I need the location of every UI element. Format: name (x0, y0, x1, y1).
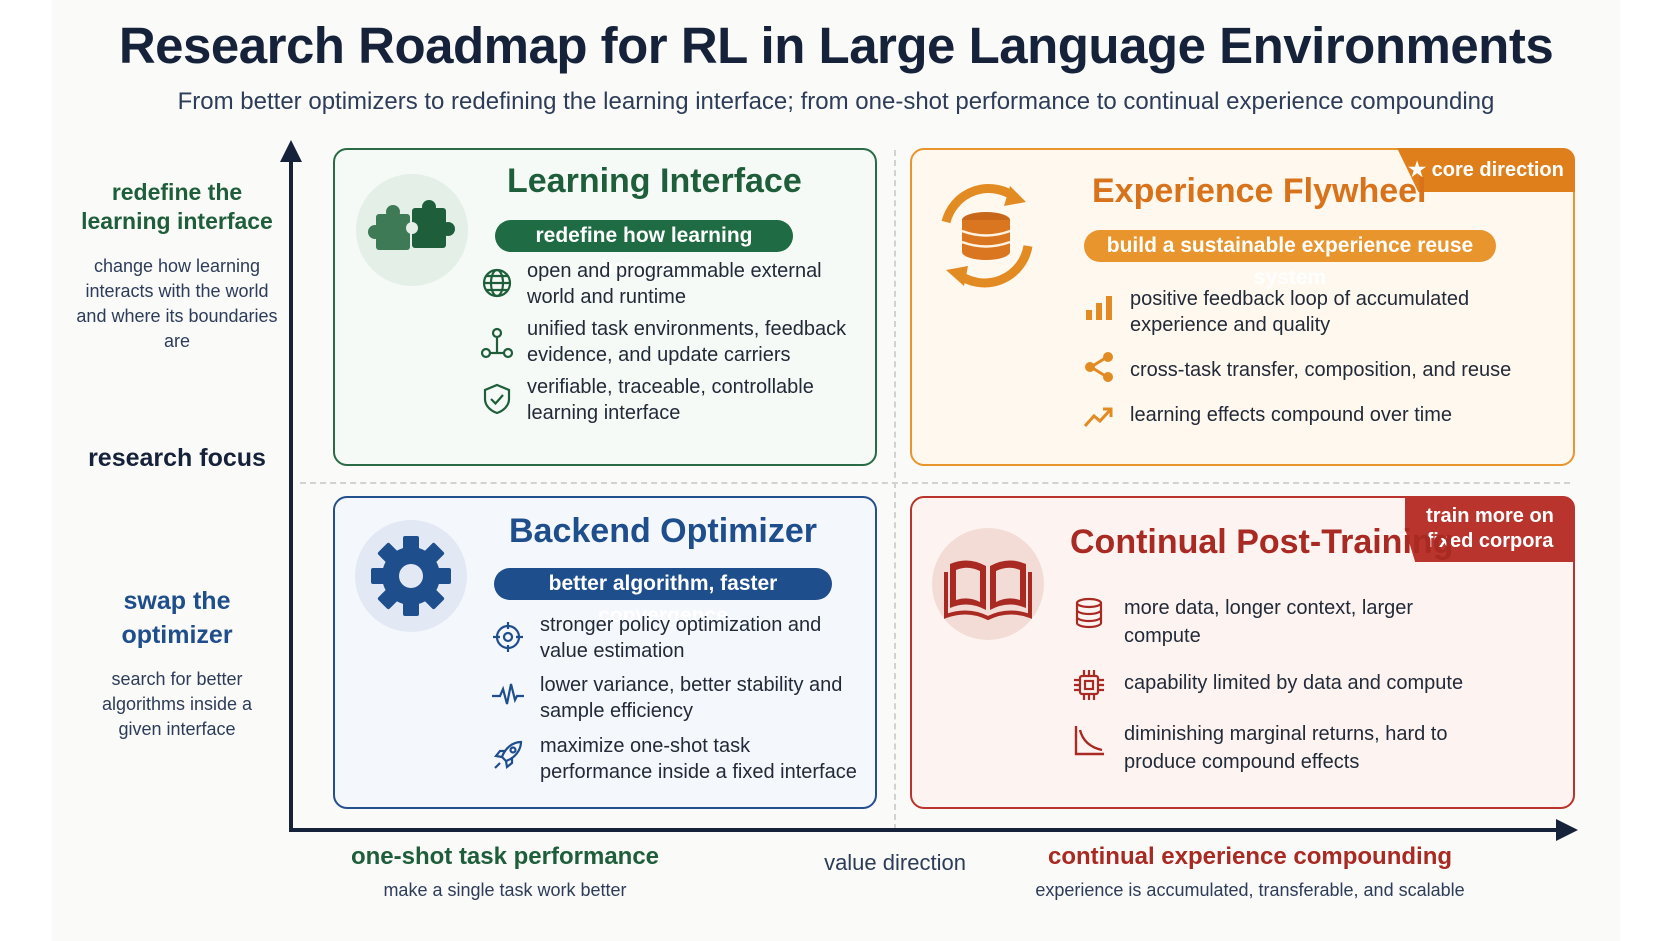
core-direction-label: core direction (1431, 159, 1564, 181)
target-icon (491, 620, 525, 654)
database-cycle-icon (924, 174, 1048, 298)
y-bottom-description: search for better algorithms inside a gi… (101, 669, 253, 739)
learning-interface-title: Learning Interface (507, 162, 802, 200)
continual-post-training-item-1: more data, longer context, larger comput… (1124, 597, 1414, 647)
backend-optimizer-item-3: maximize one-shot task performance insid… (540, 735, 857, 783)
puzzle-icon (356, 174, 468, 286)
pulse-icon (491, 678, 525, 712)
x-left-label: one-shot task performance (350, 843, 660, 870)
bar-chart-icon (1082, 290, 1116, 324)
learning-interface-item-2: unified task environments, feedback evid… (527, 318, 847, 366)
learning-interface-item-1: open and programmable external world and… (527, 260, 822, 308)
core-direction-ribbon: ★ core direction (1397, 148, 1575, 192)
experience-flywheel-title: Experience Flywheel (1092, 172, 1427, 210)
y-axis-arrow-icon (280, 140, 302, 162)
experience-flywheel-item-2: cross-task transfer, composition, and re… (1130, 359, 1512, 381)
continual-post-training-item-2: capability limited by data and compute (1124, 672, 1464, 694)
page-subtitle: From better optimizers to redefining the… (177, 88, 1495, 115)
experience-flywheel-tag: build a sustainable experience reuse sys… (1084, 230, 1496, 289)
vertical-divider (894, 150, 896, 830)
x-mid-label: value direction (824, 850, 966, 875)
learning-interface-card: Learning Interface redefine how learning… (333, 148, 877, 466)
nodes-icon (480, 326, 514, 360)
continual-post-training-title: Continual Post-Training (1070, 523, 1454, 561)
continual-post-training-card: train more on fixed corpora Continual Po… (910, 496, 1575, 809)
experience-flywheel-item-3: learning effects compound over time (1130, 404, 1453, 426)
page-title: Research Roadmap for RL in Large Languag… (118, 17, 1554, 74)
x-left-description: make a single task work better (383, 880, 627, 900)
trend-up-icon (1082, 400, 1116, 434)
rocket-icon (491, 738, 525, 772)
learning-interface-item-3: verifiable, traceable, controllable lear… (527, 376, 814, 424)
shield-check-icon (480, 382, 514, 416)
y-mid-label: research focus (88, 444, 266, 472)
backend-optimizer-item-1: stronger policy optimization and value e… (540, 614, 822, 662)
x-axis-arrow-icon (1556, 819, 1578, 841)
backend-optimizer-card: Backend Optimizer better algorithm, fast… (333, 496, 877, 809)
experience-flywheel-item-1: positive feedback loop of accumulated ex… (1130, 288, 1470, 336)
backend-optimizer-tag: better algorithm, faster convergence (494, 568, 832, 627)
star-icon: ★ (1408, 159, 1427, 181)
learning-interface-tag: redefine how learning happens (495, 220, 793, 279)
decline-curve-icon (1072, 724, 1106, 758)
book-icon (932, 528, 1044, 640)
continual-post-training-item-3: diminishing marginal returns, hard to pr… (1124, 723, 1448, 773)
y-top-label: redefine the learning interface (81, 179, 273, 234)
backend-optimizer-title: Backend Optimizer (509, 512, 817, 550)
database-icon (1072, 596, 1106, 630)
gear-icon (355, 520, 467, 632)
x-axis-line (289, 828, 1559, 832)
horizontal-divider (300, 482, 1570, 484)
x-right-label: continual experience compounding (1047, 843, 1453, 870)
y-bottom-label: swap the optimizer (121, 587, 233, 649)
experience-flywheel-card: ★ core direction Experience Flywheel bui… (910, 148, 1575, 466)
x-right-description: experience is accumulated, transferable,… (1035, 880, 1465, 900)
backend-optimizer-item-2: lower variance, better stability and sam… (540, 674, 843, 722)
y-axis-line (289, 152, 293, 832)
globe-icon (480, 266, 514, 300)
share-icon (1082, 350, 1116, 384)
train-more-ribbon: train more on fixed corpora (1405, 496, 1575, 562)
y-top-description: change how learning interacts with the w… (76, 256, 278, 351)
chip-icon (1072, 668, 1106, 702)
